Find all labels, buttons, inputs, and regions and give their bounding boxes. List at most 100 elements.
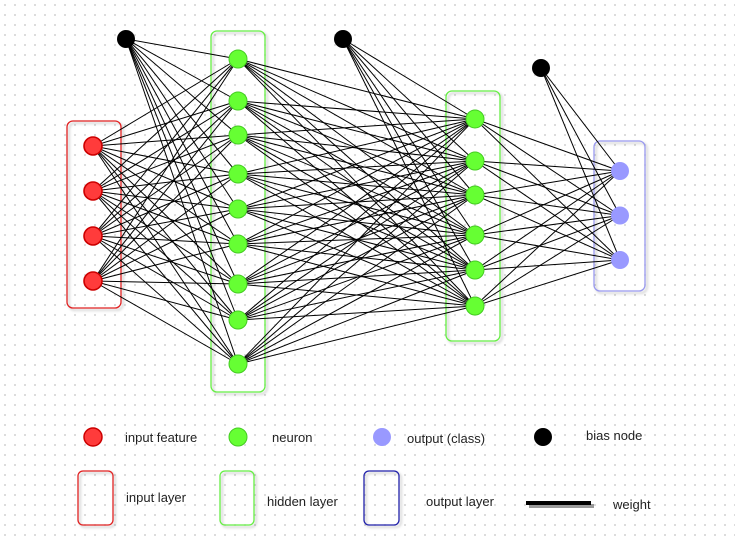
weight-edge (474, 170, 621, 196)
weight-edge (125, 38, 239, 365)
weight-edge (474, 194, 621, 261)
legend-neuron-icon (228, 427, 248, 447)
weight-edge (125, 38, 239, 285)
weight-edge (540, 67, 621, 261)
weight-edge (92, 208, 239, 237)
weight-edge (92, 190, 239, 210)
weight-edge (92, 190, 239, 321)
output-layer-box (593, 140, 646, 292)
weight-edge (474, 259, 621, 271)
hidden-neuron-node (465, 185, 485, 205)
hidden-neuron-node (465, 151, 485, 171)
hidden-neuron-node (465, 109, 485, 129)
weight-edge (474, 234, 621, 261)
weight-edge (92, 134, 239, 282)
weight-edge (540, 67, 621, 216)
weight-edge (237, 269, 476, 365)
hidden-neuron-node (465, 296, 485, 316)
weight-edge (92, 280, 239, 321)
input-feature-node (83, 226, 103, 246)
weight-edge (237, 305, 476, 365)
weight-edge (92, 145, 239, 285)
weight-edge (92, 243, 239, 282)
weight-edge (237, 134, 476, 196)
input-layer-box (66, 120, 122, 309)
weight-edge (125, 38, 239, 210)
legend-bias-node-icon (534, 428, 552, 446)
weight-edge (237, 58, 476, 307)
legend-input-layer-box (77, 470, 114, 526)
legend-weight-label: weight (612, 497, 651, 512)
weight-edge (237, 160, 476, 321)
legend-input-layer-label: input layer (126, 490, 187, 505)
bias-node (532, 59, 550, 77)
legend-input-feature-label: input feature (125, 430, 197, 445)
bias-node (117, 30, 135, 48)
hidden-neuron-node (228, 354, 248, 374)
weight-edge (474, 160, 621, 216)
input-feature-node (83, 181, 103, 201)
weight-edge (474, 118, 621, 216)
weight-edge (92, 145, 239, 321)
weight-edge (92, 134, 239, 237)
weight-edge (125, 38, 239, 321)
weight-edge (342, 38, 476, 271)
weight-edge (474, 215, 621, 271)
weight-edge (237, 234, 476, 285)
weight-edge (92, 173, 239, 237)
weight-edge (342, 38, 476, 196)
weight-edge (92, 280, 239, 365)
legend: input feature neuron output (class) bias… (77, 427, 651, 526)
input-feature-node (83, 136, 103, 156)
weight-edge (342, 38, 476, 236)
weight-edge (474, 160, 621, 261)
weight-edge (237, 134, 476, 162)
weight-edge (92, 190, 239, 245)
weight-edge (92, 145, 239, 210)
weight-edge (125, 38, 239, 136)
weight-edge (92, 58, 239, 147)
weight-edge (237, 134, 476, 307)
weight-edge (125, 38, 239, 175)
weight-edge (237, 305, 476, 321)
input-feature-node (83, 271, 103, 291)
weight-edge (237, 118, 476, 285)
weight-edge (237, 269, 476, 321)
legend-bias-node-label: bias node (586, 428, 642, 443)
weight-edge (92, 280, 239, 285)
weight-edge (92, 100, 239, 147)
weight-edge (237, 194, 476, 285)
weight-edge (474, 118, 621, 261)
hidden-neuron-node (228, 310, 248, 330)
weight-edge (125, 38, 239, 102)
weight-edge (474, 215, 621, 307)
weight-edge (92, 145, 239, 175)
weight-edge (237, 118, 476, 245)
weight-edge (237, 118, 476, 365)
weight-edge (540, 67, 621, 172)
weight-edge (92, 100, 239, 192)
weight-edge (237, 100, 476, 162)
weight-edge (237, 194, 476, 321)
legend-hidden-layer-label: hidden layer (267, 494, 338, 509)
hidden-neuron-node (228, 234, 248, 254)
hidden-neuron-node (228, 125, 248, 145)
weight-edge (237, 58, 476, 120)
legend-output-class-icon (373, 428, 391, 446)
weight-edge (474, 215, 621, 236)
weight-edge (237, 234, 476, 321)
hidden-neuron-node (228, 274, 248, 294)
hidden-neuron-node (228, 49, 248, 69)
weight-edge (92, 173, 239, 192)
legend-output-class-label: output (class) (407, 431, 485, 446)
legend-hidden-layer-box (219, 470, 255, 526)
hidden-neuron-node (228, 199, 248, 219)
hidden-neuron-node (228, 164, 248, 184)
hidden-neuron-node (228, 91, 248, 111)
weight-edge (474, 259, 621, 307)
weight-edge (342, 38, 476, 162)
weight-edges (92, 38, 621, 365)
weight-edge (474, 118, 621, 172)
weight-edge (92, 173, 239, 282)
